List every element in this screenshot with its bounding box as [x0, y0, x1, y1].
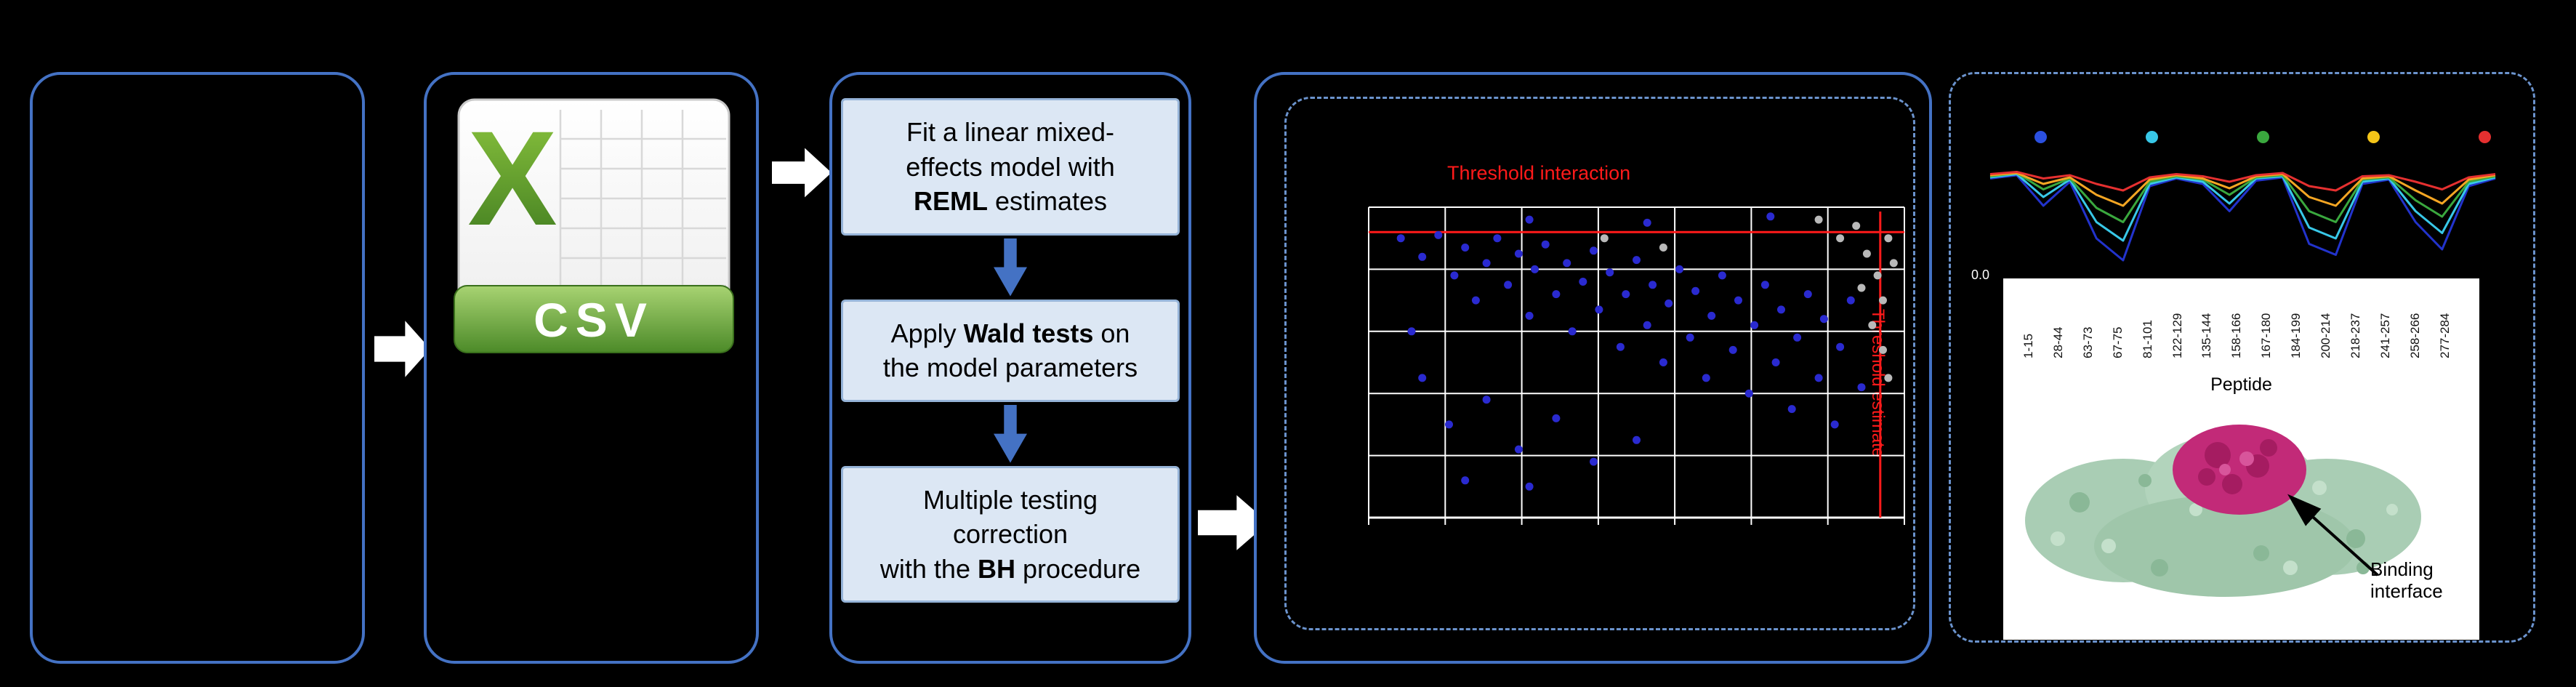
step-text-line: effects model with — [850, 150, 1170, 185]
step-text-segment: Wald tests — [963, 318, 1094, 348]
step-text-segment: with the — [880, 553, 978, 584]
peptide-tick-label: 158-166 — [2229, 313, 2244, 358]
step-text-line: correction — [850, 517, 1170, 552]
peptide-figure-panel: 1-15 28-44 63-73 67-75 81-101 122-129 135-144 1… — [2003, 278, 2479, 640]
peptide-tick-label: 122-129 — [2170, 313, 2184, 358]
peptide-tick-label: 28-44 — [2050, 326, 2065, 358]
peptide-tick-label: 1-15 — [2021, 333, 2035, 358]
binding-interface-label: Binding interface — [2370, 558, 2443, 602]
condition-dot-icon — [2034, 131, 2047, 143]
peptide-tick-label: 241-257 — [2378, 313, 2392, 358]
step-text-segment: estimates — [987, 186, 1108, 217]
peptide-tick-label: 81-101 — [2140, 320, 2154, 358]
condition-dot-icon — [2145, 131, 2158, 143]
binding-interface-arrow — [2287, 494, 2379, 576]
step-text-segment: the model parameters — [882, 353, 1138, 383]
flow-arrow-icon — [772, 148, 832, 198]
scatter-panel: Threshold interaction Threshold estimate — [1254, 72, 1932, 664]
step-text-segment: REML — [913, 186, 988, 217]
peptide-tick-label: 135-144 — [2199, 313, 2214, 358]
condition-dot-icon — [2479, 131, 2492, 143]
flow-arrow-icon — [374, 321, 430, 377]
protein-structure-image — [2025, 425, 2421, 597]
input-panel — [30, 72, 365, 664]
step-text-line: with the BH procedure — [850, 552, 1170, 587]
csv-file-icon: X CSV — [454, 98, 734, 353]
step-text-segment: correction — [952, 519, 1068, 550]
peptide-axis-labels: 1-15 28-44 63-73 67-75 81-101 122-129 135-144 1… — [2003, 278, 2479, 366]
condition-legend — [1951, 131, 2533, 147]
step-text-line: Apply Wald tests on — [850, 316, 1170, 351]
threshold-scatter-plot: Threshold interaction Threshold estimate — [1368, 162, 1905, 525]
scatter-svg — [1368, 206, 1905, 525]
step-text-segment: Apply — [890, 318, 964, 348]
peptide-tick-label: 277-284 — [2437, 313, 2452, 358]
step-text-line: the model parameters — [850, 350, 1170, 385]
csv-panel: X CSV — [424, 72, 759, 664]
peptide-tick-label: 200-214 — [2319, 313, 2333, 358]
peptide-tick-label: 258-266 — [2407, 313, 2422, 358]
results-dashed-box: 0.0 1-15 28-44 63-73 67-75 81-101 122-129 135-… — [1949, 72, 2535, 643]
peptide-tick-label: 63-73 — [2080, 326, 2095, 358]
condition-dot-icon — [2367, 131, 2380, 143]
step-text-segment: BH — [977, 553, 1015, 584]
csv-label: CSV — [534, 293, 654, 347]
step-text-segment: on — [1093, 318, 1130, 348]
step-text-line: Fit a linear mixed- — [850, 115, 1170, 150]
step-text-segment: procedure — [1015, 553, 1141, 584]
down-arrow-icon — [994, 238, 1027, 297]
uptake-ytick-label: 0.0 — [1971, 268, 1990, 282]
step-text-segment: effects model with — [906, 151, 1115, 182]
scatter-title: Threshold interaction — [1447, 162, 1631, 184]
peptide-tick-label: 167-180 — [2259, 313, 2274, 358]
down-arrow-icon — [994, 404, 1027, 463]
step-text-segment: Fit a linear mixed- — [906, 117, 1115, 147]
condition-dot-icon — [2256, 131, 2269, 143]
binding-interface-region — [2173, 425, 2306, 515]
csv-ribbon — [454, 285, 734, 353]
peptide-tick-label: 218-237 — [2348, 313, 2362, 358]
peptide-tick-label: 67-75 — [2110, 326, 2125, 358]
excel-x-letter: X — [467, 104, 557, 254]
peptide-axis-title: Peptide — [2210, 374, 2272, 395]
step-text-line: REML estimates — [850, 184, 1170, 219]
step-text-line: Multiple testing — [850, 483, 1170, 518]
scatter-dashed-box: Threshold interaction Threshold estimate — [1284, 97, 1915, 630]
step-text-segment: Multiple testing — [922, 484, 1098, 515]
peptide-tick-label: 184-199 — [2289, 313, 2303, 358]
uptake-chart-svg — [1989, 171, 2496, 262]
